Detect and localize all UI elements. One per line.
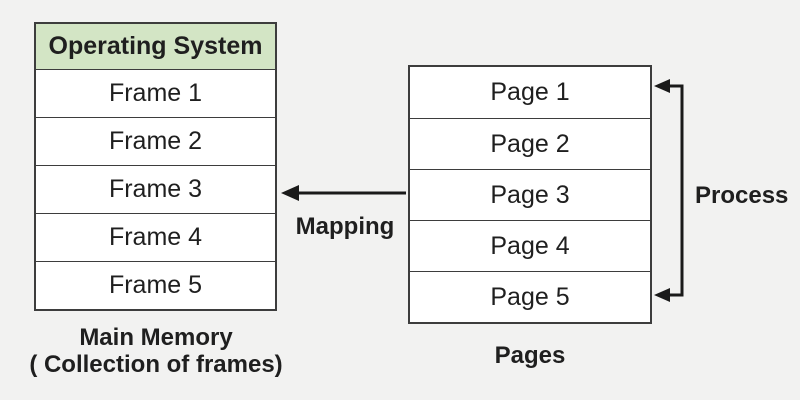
frame-cell: Frame 5 — [36, 261, 275, 309]
pages-caption: Pages — [494, 342, 566, 369]
process-bracket-icon — [654, 79, 684, 302]
page-cell: Page 1 — [410, 67, 650, 118]
main-memory-caption-line1: Main Memory — [79, 324, 233, 351]
pages-table: Page 1 Page 2 Page 3 Page 4 Page 5 — [408, 65, 652, 324]
page-cell: Page 2 — [410, 118, 650, 169]
mapping-label: Mapping — [295, 213, 395, 240]
main-memory-table: Operating System Frame 1 Frame 2 Frame 3… — [34, 22, 277, 311]
page-cell: Page 4 — [410, 220, 650, 271]
frame-cell: Frame 2 — [36, 117, 275, 165]
mapping-arrow-icon — [281, 185, 406, 201]
process-label: Process — [695, 182, 789, 209]
main-memory-caption: Main Memory ( Collection of frames) — [0, 324, 312, 378]
frame-cell: Frame 3 — [36, 165, 275, 213]
page-cell: Page 3 — [410, 169, 650, 220]
operating-system-cell: Operating System — [36, 24, 275, 69]
frame-cell: Frame 1 — [36, 69, 275, 117]
frame-cell: Frame 4 — [36, 213, 275, 261]
main-memory-caption-line2: ( Collection of frames) — [29, 351, 283, 378]
page-cell: Page 5 — [410, 271, 650, 322]
